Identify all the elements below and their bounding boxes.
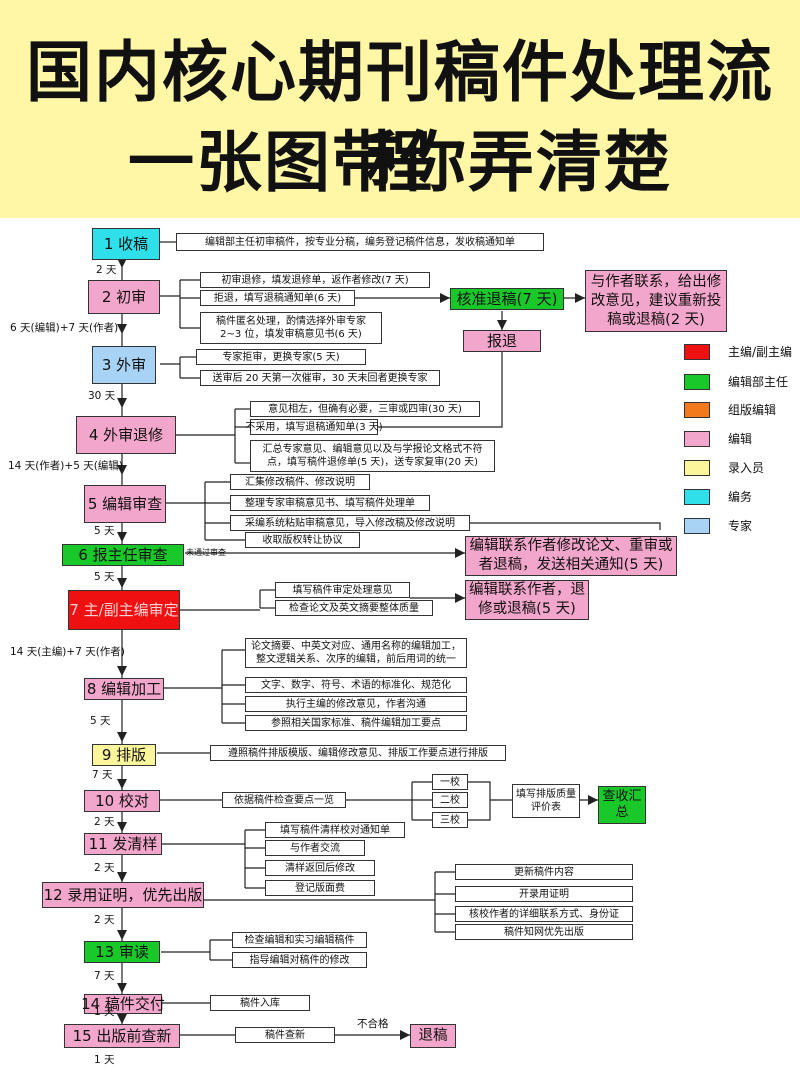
- note-fill-opinion: 填写稿件审定处理意见: [275, 582, 410, 598]
- legend-swatch-clerk: [684, 489, 710, 505]
- final-reject-box: 退稿: [410, 1024, 456, 1048]
- duration-15: 1 天: [94, 1054, 115, 1066]
- summary-box: 查收汇总: [598, 786, 646, 824]
- note-storage: 稿件入库: [210, 995, 310, 1011]
- note-national-standards: 参照相关国家标准、稿件编辑加工要点: [245, 715, 467, 731]
- note-check-editors: 检查编辑和实习编辑稿件: [232, 932, 367, 948]
- note-collect-revisions: 汇集修改稿件、修改说明: [230, 474, 370, 490]
- note-check-points: 依据稿件检查要点一览: [222, 792, 346, 808]
- contact-revise-box: 编辑联系作者，退修或退稿(5 天): [465, 580, 589, 620]
- note-novelty-check: 稿件查新: [235, 1027, 335, 1043]
- duration-11: 2 天: [94, 862, 115, 874]
- note-system-import: 采编系统粘贴审稿意见，导入修改稿及修改说明: [230, 515, 470, 531]
- note-summary-revision: 汇总专家意见、编辑意见以及与学报论文格式不符点，填写稿件退修单(5 天)，送专家…: [250, 440, 495, 472]
- note-organize-opinions: 整理专家审稿意见书、填写稿件处理单: [230, 495, 430, 511]
- legend-label-editor: 编辑: [728, 432, 753, 446]
- note-verify-contact: 核校作者的详细联系方式、身份证: [455, 906, 633, 922]
- duration-1: 2 天: [96, 264, 117, 276]
- note-abstract-editing: 论文摘要、中英文对应、通用名称的编辑加工，整文逻辑关系、次序的编辑，前后用词的统…: [245, 638, 467, 668]
- duration-10: 2 天: [94, 816, 115, 828]
- legend-swatch-chief: [684, 344, 710, 360]
- connector-lines: [117, 241, 661, 1048]
- step-proofreading: 10 校对: [84, 790, 160, 812]
- reject-box: 报退: [463, 330, 541, 352]
- note-not-adopted: 不采用，填写退稿通知单(3 天): [245, 419, 383, 435]
- step-proof-issue: 11 发清样: [84, 833, 162, 855]
- note-proof-notice: 填写稿件清样校对通知单: [265, 822, 405, 838]
- legend-label-layout: 组版编辑: [728, 403, 777, 417]
- note-receive: 编辑部主任初审稿件，按专业分稿，编务登记稿件信息，发收稿通知单: [176, 233, 544, 251]
- reject-verify-box: 核准退稿(7 天): [450, 288, 564, 310]
- note-check-quality: 检查论文及英文摘要整体质量: [275, 600, 433, 616]
- contact-author-box: 与作者联系，给出修改意见，建议重新投稿或退稿(2 天): [585, 270, 727, 332]
- step-external-revision: 4 外审退修: [76, 416, 176, 454]
- notify-author-box: 编辑联系作者修改论文、重审或者退稿，发送相关通知(5 天): [465, 536, 677, 576]
- legend-swatch-expert: [684, 518, 710, 534]
- step-director-review: 6 报主任审查: [62, 544, 184, 566]
- duration-14: 1 天: [94, 1006, 115, 1018]
- step-editing: 8 编辑加工: [84, 678, 164, 700]
- note-standardize: 文字、数字、符号、术语的标准化、规范化: [245, 677, 467, 693]
- step-read-review: 13 审读: [84, 941, 160, 963]
- legend-label-typist: 录入员: [728, 461, 765, 475]
- step-manuscript-delivery: 14 稿件交付: [81, 994, 165, 1014]
- duration-4: 14 天(作者)+5 天(编辑): [8, 460, 123, 472]
- duration-7: 14 天(主编)+7 天(作者): [10, 646, 125, 658]
- step-initial-review: 2 初审: [88, 280, 160, 314]
- step-typesetting: 9 排版: [92, 744, 156, 766]
- note-issue-certificate: 开录用证明: [455, 886, 633, 902]
- note-typeset-template: 遵照稿件排版模版、编辑修改意见、排版工作要点进行排版: [210, 745, 506, 761]
- note-cnki-priority: 稿件知网优先出版: [455, 924, 633, 940]
- note-page-fee: 登记版面费: [265, 880, 375, 896]
- title-banner: 国内核心期刊稿件处理流程 一张图带你弄清楚: [0, 0, 800, 218]
- step-prepublication-check: 15 出版前查新: [64, 1024, 180, 1048]
- note-reminder: 送审后 20 天第一次催审，30 天未回者更换专家: [200, 370, 440, 386]
- note-copyright: 收取版权转让协议: [245, 532, 360, 548]
- title-line-1: 国内核心期刊稿件处理流程: [26, 34, 774, 201]
- legend-label-chief: 主编/副主编: [728, 345, 793, 359]
- note-initial-revision: 初审退修，填发退修单，返作者修改(7 天): [200, 272, 430, 288]
- step-chief-approval: 7 主/副主编审定: [68, 590, 180, 630]
- note-guide-editors: 指导编辑对稿件的修改: [232, 952, 367, 968]
- legend-label-expert: 专家: [728, 519, 753, 533]
- note-return-revision: 清样返回后修改: [265, 860, 375, 876]
- note-third-proof: 三校: [432, 812, 468, 828]
- note-update-content: 更新稿件内容: [455, 864, 633, 880]
- step-editor-review: 5 编辑审查: [84, 485, 166, 523]
- duration-9: 7 天: [92, 769, 113, 781]
- title-line-2: 一张图带你弄清楚: [128, 124, 672, 201]
- duration-5: 5 天: [94, 525, 115, 537]
- process-flowchart: 1 收稿 2 初审 3 外审 4 外审退修 5 编辑审查 6 报主任审查 7 主…: [0, 218, 800, 1067]
- note-initial-reject: 拒退，填写退稿通知单(6 天): [200, 290, 355, 306]
- note-first-proof: 一校: [432, 774, 468, 790]
- legend-swatch-layout: [684, 402, 710, 418]
- label-unqualified: 不合格: [357, 1018, 389, 1030]
- note-anonymize: 稿件匿名处理，酌情选择外审专家 2~3 位，填发审稿意见书(6 天): [200, 312, 382, 344]
- legend-swatch-typist: [684, 460, 710, 476]
- step-acceptance-certificate: 12 录用证明，优先出版: [42, 882, 204, 908]
- duration-8: 5 天: [90, 715, 111, 727]
- note-quality-form: 填写排版质量评价表: [512, 784, 580, 818]
- note-execute-opinions: 执行主编的修改意见，作者沟通: [245, 696, 467, 712]
- note-disagreement: 意见相左，但确有必要，三审或四审(30 天): [250, 401, 480, 417]
- note-not-passed: 未通过审查: [186, 548, 226, 557]
- legend-label-clerk: 编务: [728, 490, 753, 504]
- legend-swatch-director: [684, 374, 710, 390]
- step-external-review: 3 外审: [92, 346, 156, 384]
- duration-3: 30 天: [88, 390, 116, 402]
- note-expert-refuse: 专家拒审，更换专家(5 天): [196, 349, 366, 365]
- duration-2: 6 天(编辑)+7 天(作者): [10, 322, 119, 334]
- duration-13: 7 天: [94, 970, 115, 982]
- step-receive: 1 收稿: [92, 228, 160, 260]
- duration-12: 2 天: [94, 914, 115, 926]
- legend-label-director: 编辑部主任: [728, 375, 789, 389]
- duration-6: 5 天: [94, 571, 115, 583]
- legend-swatch-editor: [684, 431, 710, 447]
- note-author-communication: 与作者交流: [265, 840, 365, 856]
- note-second-proof: 二校: [432, 792, 468, 808]
